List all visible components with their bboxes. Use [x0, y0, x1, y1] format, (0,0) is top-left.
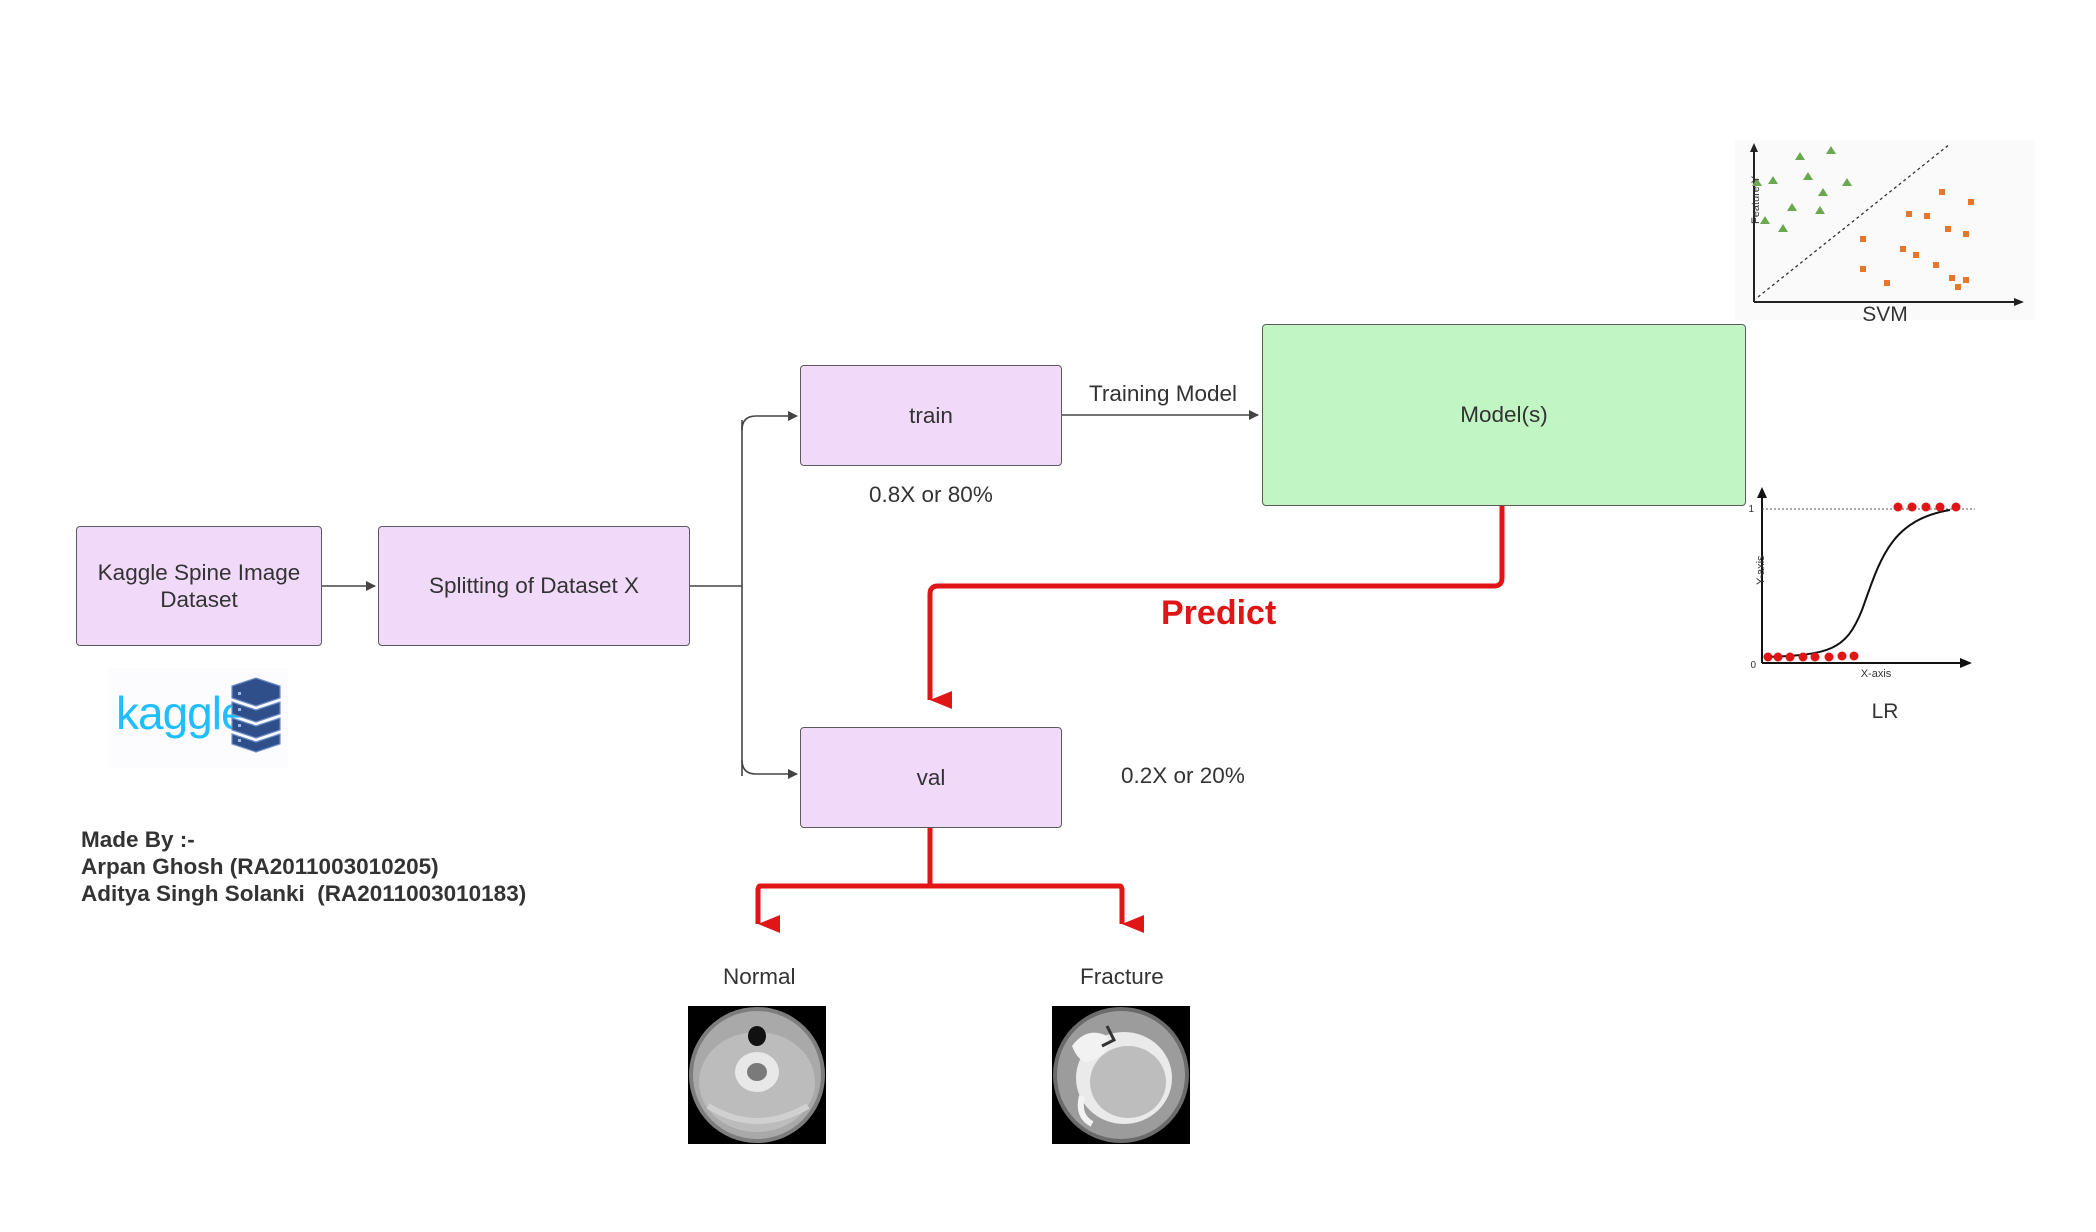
- credits-author-2: Aditya Singh Solanki (RA2011003010183): [81, 881, 527, 906]
- arrow-to-train: [741, 411, 798, 431]
- training-model-label: Training Model: [1089, 381, 1237, 406]
- arrow-to-val: [741, 759, 798, 779]
- credits-author-1: Arpan Ghosh (RA2011003010205): [81, 854, 439, 879]
- node-train: train: [800, 365, 1062, 466]
- branch-line: [688, 420, 743, 776]
- node-train-label: train: [909, 402, 953, 428]
- normal-scan-image: [688, 1006, 826, 1144]
- output-split-line: [755, 826, 1125, 893]
- fracture-label: Fracture: [1080, 964, 1164, 989]
- credits: Made By :-Arpan Ghosh (RA2011003010205)A…: [81, 826, 526, 907]
- database-icon: [231, 677, 281, 753]
- node-val-label: val: [916, 764, 946, 790]
- normal-label: Normal: [723, 964, 796, 989]
- credits-heading: Made By :-: [81, 827, 195, 852]
- predict-arrow: [927, 505, 1505, 709]
- node-split: Splitting of Dataset X: [378, 526, 690, 646]
- node-dataset-label: Kaggle Spine Image Dataset: [97, 559, 301, 612]
- node-model: Model(s): [1262, 324, 1746, 506]
- fracture-scan-image: [1052, 1006, 1190, 1144]
- kaggle-logo: kaggle: [108, 668, 288, 768]
- node-val: val: [800, 727, 1062, 828]
- node-dataset: Kaggle Spine Image Dataset: [76, 526, 322, 646]
- kaggle-logo-text: kaggle: [116, 687, 247, 739]
- train-ratio-label: 0.8X or 80%: [869, 482, 993, 507]
- val-ratio-label: 0.2X or 20%: [1121, 763, 1245, 788]
- predict-label: Predict: [1161, 594, 1277, 632]
- node-model-label: Model(s): [1460, 402, 1548, 428]
- node-split-label: Splitting of Dataset X: [428, 573, 640, 599]
